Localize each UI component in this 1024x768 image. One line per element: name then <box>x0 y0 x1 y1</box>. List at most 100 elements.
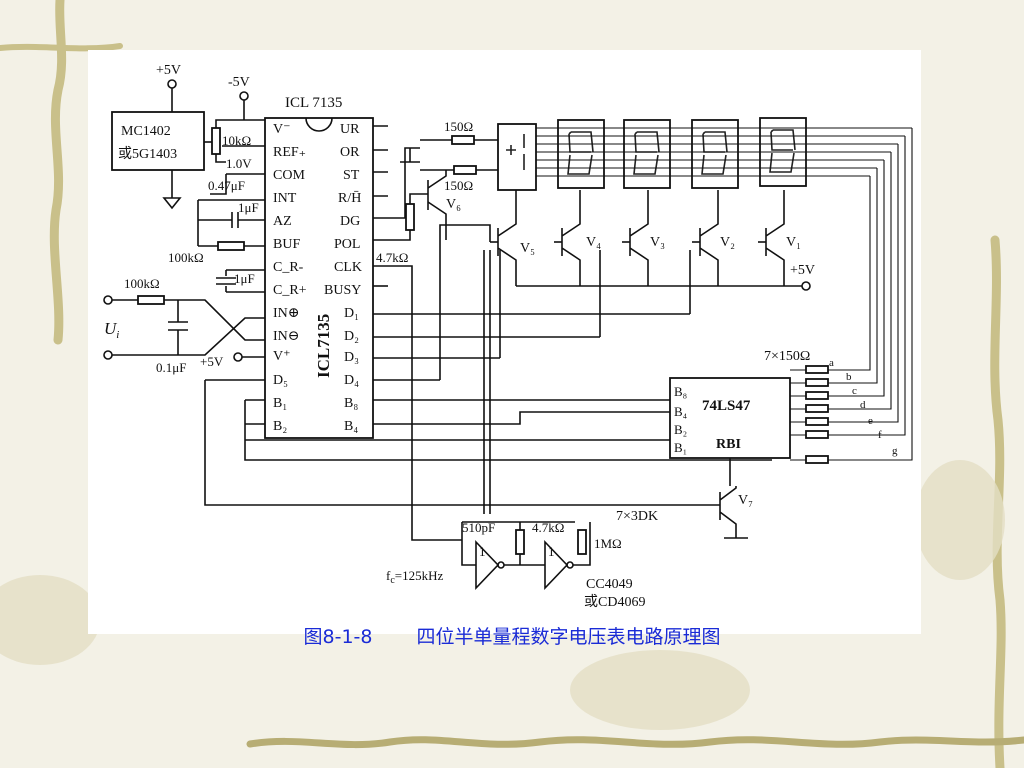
pin-cr-plus: C_R+ <box>273 283 307 298</box>
label-150-a: 150Ω <box>444 119 473 134</box>
label-v2: V₂ <box>720 235 735 250</box>
label-100k-buf: 100kΩ <box>168 250 204 265</box>
pin-ur: UR <box>340 122 360 137</box>
pin-d1: D₁ <box>344 306 359 321</box>
pin-clk: CLK <box>334 260 362 275</box>
pin-d5: D₅ <box>273 373 288 388</box>
pin-b4: B₄ <box>344 419 358 434</box>
pin-dg: DG <box>340 214 360 229</box>
pin-in-plus: IN⊕ <box>273 306 300 321</box>
chip-output-wiring: 150Ω 150Ω V₆ 4.7kΩ <box>204 119 772 541</box>
label-047u: 0.47μF <box>208 178 245 193</box>
label-plus5v-right: +5V <box>790 263 815 278</box>
transistor-v3: V₃ <box>622 190 665 286</box>
label-100k-in: 100kΩ <box>124 276 160 291</box>
decorative-vine-bottom <box>246 736 1024 749</box>
pin-st: ST <box>343 168 360 183</box>
label-plus5v-mid: +5V <box>200 354 224 369</box>
gate2-label: 1 <box>548 544 555 559</box>
figure-title: 四位半单量程数字电压表电路原理图 <box>416 626 721 648</box>
transistor-v2: V₂ <box>692 190 735 286</box>
icl7135-chip: ICL 7135 ICL7135 V⁻ REF₊ COM INT AZ BUF … <box>264 95 374 439</box>
label-v1: V₁ <box>786 235 801 250</box>
pin-az: AZ <box>273 214 292 229</box>
label-01u: 0.1μF <box>156 360 186 375</box>
label-v5: V₅ <box>520 241 535 256</box>
seg-letter-e: e <box>868 415 873 427</box>
transistor-v5: V₅ <box>490 190 535 286</box>
label-7x3dk: 7×3DK <box>616 509 658 524</box>
pin-b2: B₂ <box>273 419 287 434</box>
pin-d4: D₄ <box>344 373 359 388</box>
pin-d3: D₃ <box>344 350 359 365</box>
label-47k-clk: 4.7kΩ <box>376 250 408 265</box>
decoder-name: 74LS47 <box>702 398 751 414</box>
label-1v: 1.0V <box>226 156 252 171</box>
pin-busy: BUSY <box>324 283 361 298</box>
digit-half <box>497 123 537 191</box>
label-v4: V₄ <box>586 235 601 250</box>
label-cc4049: CC4049 <box>586 577 633 592</box>
chip-vertical-label: ICL7135 <box>314 314 333 378</box>
transistor-v1: V₁ <box>758 190 801 286</box>
decorative-vine-left <box>0 0 123 345</box>
pin-com: COM <box>273 168 305 183</box>
chip-title: ICL 7135 <box>285 95 342 111</box>
label-1u-a: 1μF <box>238 200 259 215</box>
transistor-v4: V₄ <box>554 190 601 286</box>
pin-cr-minus: C_R- <box>273 260 304 275</box>
digit-2 <box>691 119 739 189</box>
digit-3 <box>623 119 671 189</box>
label-1m: 1MΩ <box>594 536 622 551</box>
pin-d2: D₂ <box>344 329 359 344</box>
figure-number: 图8-1-8 <box>303 626 373 648</box>
decoder-in-b4: B₄ <box>674 404 688 419</box>
decorative-leaves <box>0 460 1005 730</box>
label-10k: 10kΩ <box>222 133 251 148</box>
label-v3: V₃ <box>650 235 665 250</box>
figure-caption: 图8-1-8 四位半单量程数字电压表电路原理图 <box>0 622 1024 649</box>
pin-in-minus: IN⊖ <box>273 329 300 344</box>
decoder-in-b1: B₁ <box>674 440 687 455</box>
seg-letter-a: a <box>829 357 834 369</box>
display-digits <box>497 117 912 191</box>
decoder-in-b2: B₂ <box>674 422 687 437</box>
pin-v-minus: V⁻ <box>273 122 291 137</box>
label-fc: fc=125kHz <box>386 568 444 586</box>
label-47k-osc: 4.7kΩ <box>532 520 564 535</box>
reference-line2: 或5G1403 <box>118 146 177 162</box>
label-v7: V₇ <box>738 493 753 508</box>
transistor-v7: 7×3DK V₇ <box>616 486 753 539</box>
label-minus5v-top: -5V <box>228 75 250 90</box>
label-150-b: 150Ω <box>444 178 473 193</box>
reference-line1: MC1402 <box>121 124 171 139</box>
label-plus5v-top: +5V <box>156 63 181 78</box>
seg-letter-c: c <box>852 385 857 397</box>
reference-source: MC1402 或5G1403 +5V 10kΩ 1.0V -5V <box>111 63 265 210</box>
label-ui: Ui <box>104 319 119 341</box>
pin-int: INT <box>273 191 297 206</box>
integrator-network: 0.47μF 1μF 100kΩ 1μF <box>168 173 265 293</box>
input-network: Ui 100kΩ 0.1μF +5V <box>103 276 265 375</box>
pin-b1: B₁ <box>273 396 287 411</box>
digit-4 <box>557 119 605 189</box>
label-510p: 510pF <box>462 520 495 535</box>
label-cd4069: 或CD4069 <box>584 594 645 610</box>
pin-b8: B₈ <box>344 396 358 411</box>
pin-ref: REF₊ <box>273 145 306 160</box>
decoder-74ls47: 74LS47 B₈ B₄ B₂ B₁ RBI 7×150Ω a b c d e … <box>669 128 913 486</box>
gate1-label: 1 <box>479 544 486 559</box>
seg-letter-f: f <box>878 429 882 441</box>
pin-buf: BUF <box>273 237 300 252</box>
label-v6: V₆ <box>446 197 461 212</box>
label-7x150: 7×150Ω <box>764 349 810 364</box>
seg-letter-g: g <box>892 445 898 457</box>
seg-letter-b: b <box>846 371 852 383</box>
pin-pol: POL <box>334 237 360 252</box>
decoder-in-b8: B₈ <box>674 384 687 399</box>
pin-or: OR <box>340 145 360 160</box>
clock-oscillator: 510pF 1 4.7kΩ 1 1MΩ fc=125kHz CC4049 或CD… <box>386 250 645 610</box>
pin-v-plus: V⁺ <box>273 349 291 364</box>
